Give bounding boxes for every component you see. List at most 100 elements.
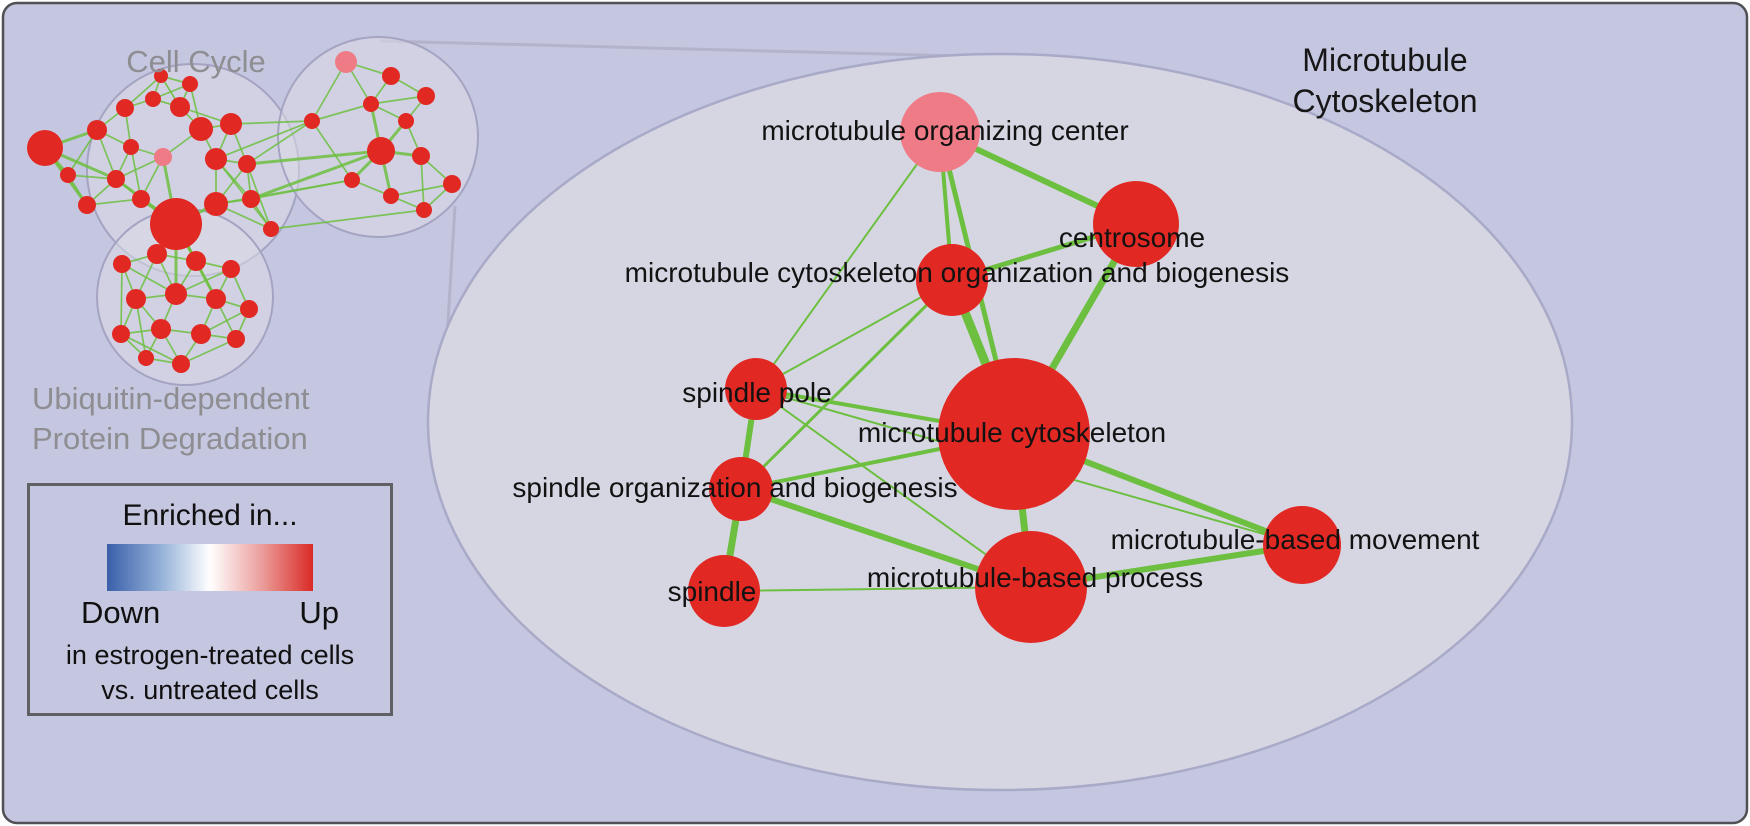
overview-node (132, 190, 150, 208)
overview-node (87, 120, 107, 140)
overview-node (383, 188, 399, 204)
overview-edge (215, 179, 353, 205)
overview-node (206, 289, 226, 309)
node-label-mtcob: microtubule cytoskeleton organization an… (625, 257, 1290, 288)
overview-node (412, 147, 430, 165)
overview-edge (311, 61, 347, 122)
overview-edge (370, 95, 427, 105)
edge-mtcob-spindle_org (739, 278, 954, 491)
node-label-mbp: microtubule-based process (867, 562, 1203, 593)
node-mbp (975, 531, 1087, 643)
edge-mtoc-spindle_pole (755, 131, 941, 390)
overview-network (27, 51, 461, 373)
legend-gradient-bar (107, 544, 313, 591)
overview-node (205, 148, 227, 170)
overview-node (126, 289, 146, 309)
overview-node (113, 255, 131, 273)
overview-node (182, 76, 198, 92)
overview-edge (215, 158, 272, 230)
overview-node (189, 117, 213, 141)
overview-edge (311, 103, 372, 122)
node-label-spindle: spindle (668, 576, 757, 607)
overview-edge (120, 263, 123, 335)
overview-node (382, 67, 400, 85)
overview-edge (390, 183, 453, 197)
overview-node (145, 91, 161, 107)
overview-edge (270, 209, 425, 230)
node-mtc (938, 358, 1090, 510)
overview-node (123, 139, 139, 155)
overview-node (416, 202, 432, 218)
overview-node (363, 96, 379, 112)
overview-node (191, 324, 211, 344)
cluster-label-ubiquitin-line1: Ubiquitin-dependent (32, 381, 310, 416)
overview-node (78, 196, 96, 214)
overview-edge (180, 338, 237, 365)
legend-down-label: Down (81, 595, 161, 630)
overview-node (165, 283, 187, 305)
overview-node (242, 190, 260, 208)
cluster-label-ubiquitin: Ubiquitin-dependent Protein Degradation (32, 379, 310, 458)
node-label-spindle_org: spindle organization and biogenesis (512, 472, 957, 503)
edge-mtcob-spindle_pole (755, 279, 953, 390)
node-label-mtoc: microtubule organizing center (761, 115, 1128, 146)
cluster-label-microtubule-cytoskeleton: Microtubule Cytoskeleton (1230, 40, 1540, 122)
overview-edge (420, 155, 425, 211)
overview-node (138, 350, 154, 366)
node-spindle (688, 555, 760, 627)
node-label-mtc: microtubule cytoskeleton (858, 417, 1166, 448)
overview-edge (86, 198, 142, 206)
overview-node (240, 300, 258, 318)
edge-spindle_pole-mbp (755, 388, 1032, 588)
overview-node (227, 330, 245, 348)
overview-node (367, 137, 395, 165)
overview-edge (246, 120, 313, 165)
overview-edge (246, 149, 382, 166)
overview-node (398, 113, 414, 129)
overview-node (263, 221, 279, 237)
legend-title: Enriched in... (122, 499, 298, 532)
overview-node (443, 175, 461, 193)
node-spindle_pole (725, 358, 787, 420)
overview-node (304, 113, 320, 129)
overview-node (186, 251, 206, 271)
cluster-label-ubiquitin-line2: Protein Degradation (32, 420, 308, 456)
node-mtcob (916, 244, 988, 316)
node-label-movement: microtubule-based movement (1111, 524, 1480, 555)
detail-network: microtubule organizing centercentrosomem… (512, 92, 1480, 643)
node-centrosome (1093, 181, 1179, 267)
overview-node (344, 172, 360, 188)
overview-node (150, 198, 202, 250)
cluster-label-cell-cycle: Cell Cycle (126, 44, 266, 79)
legend-endpoint-labels: Down Up (81, 595, 339, 631)
overview-node (204, 192, 228, 216)
overview-node (220, 113, 242, 135)
overview-node (107, 170, 125, 188)
overview-node (147, 244, 167, 264)
node-spindle_org (709, 457, 773, 521)
overview-edge (311, 120, 353, 181)
detail-title-line2: Cytoskeleton (1292, 82, 1478, 119)
overview-node (170, 97, 190, 117)
overview-node (112, 325, 130, 343)
legend: Enriched in... Down Up in estrogen-treat… (27, 483, 393, 716)
overview-node (60, 167, 76, 183)
overview-node (335, 51, 357, 73)
overview-node (116, 99, 134, 117)
detail-title-line1: Microtubule (1302, 42, 1468, 78)
legend-caption-line1: in estrogen-treated cells (65, 640, 355, 670)
overview-node (154, 148, 172, 166)
overview-edge (250, 149, 382, 201)
legend-up-label: Up (299, 595, 339, 630)
overview-node (417, 87, 435, 105)
node-movement (1263, 506, 1341, 584)
overview-node (27, 130, 63, 166)
node-label-spindle_pole: spindle pole (682, 377, 831, 408)
overview-node (222, 260, 240, 278)
overview-node (154, 69, 168, 83)
legend-caption-line2: vs. untreated cells (101, 674, 319, 705)
legend-caption: in estrogen-treated cells vs. untreated … (30, 638, 390, 707)
zoom-callout-line (379, 39, 1001, 59)
